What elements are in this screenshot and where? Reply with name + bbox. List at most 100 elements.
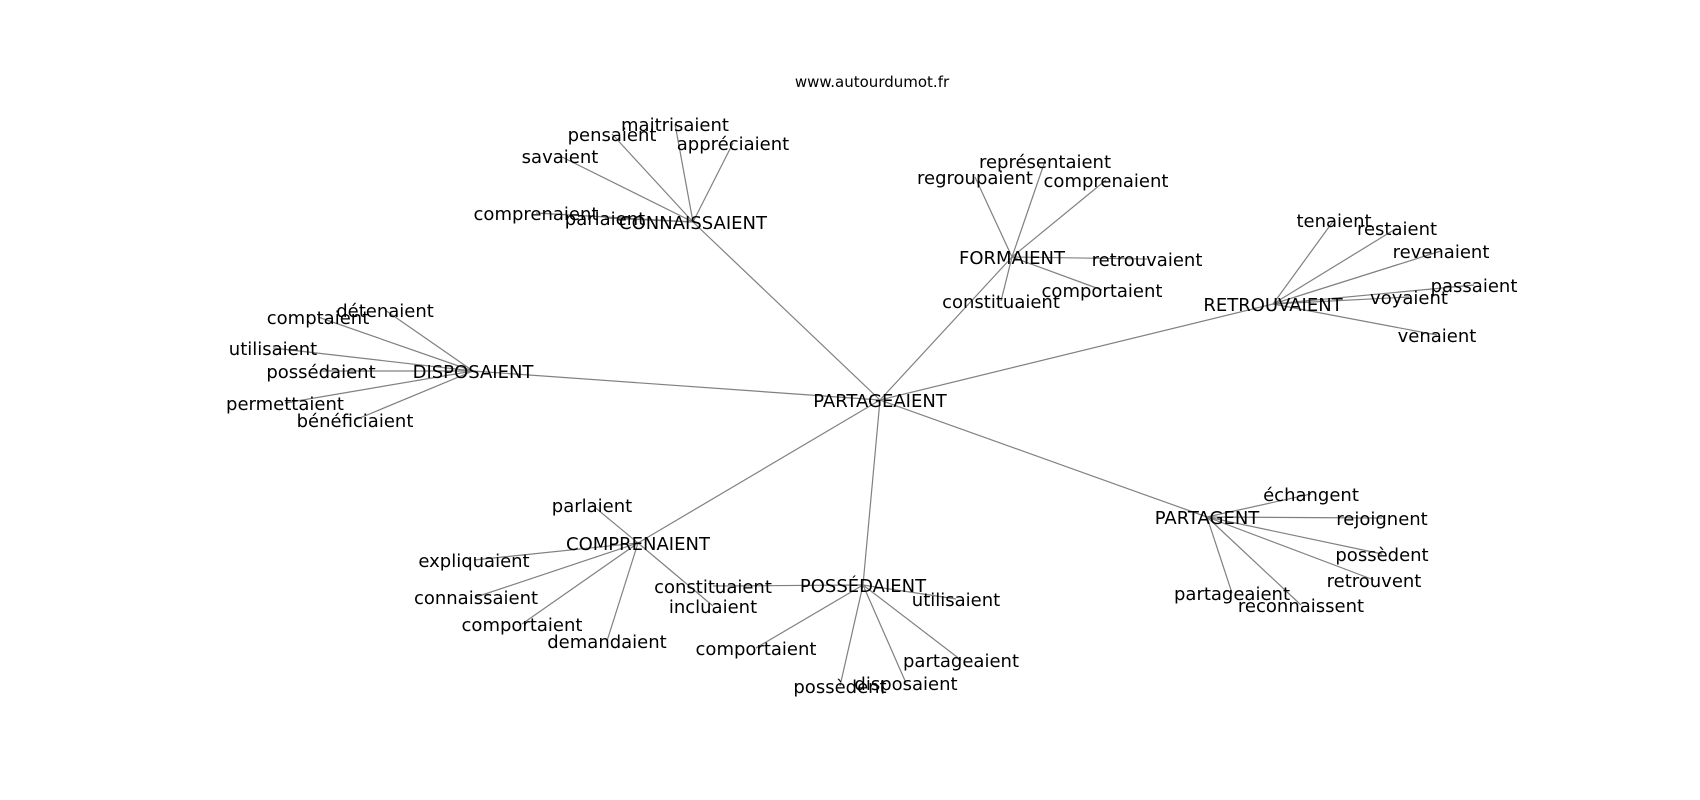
hub-node: COMPRENAIENT [566,534,711,555]
edge-hub-leaf [473,542,639,561]
leaf-node: voyaient [1370,288,1448,309]
leaf-node: regroupaient [917,168,1033,189]
edge-hub-leaf [1206,516,1233,594]
leaf-node: disposaient [854,674,957,695]
edge-hub-leaf [1206,516,1375,581]
hub-node: CONNAISSAIENT [619,213,768,234]
leaf-node: comportaient [1042,281,1163,302]
edge-hub-leaf [839,584,864,687]
leaf-node: comportaient [696,639,817,660]
edge-hub-leaf [692,142,734,223]
leaf-node: constituaient [654,577,772,598]
leaf-node: partageaient [903,651,1019,672]
edge-hub-leaf [604,217,694,223]
edge-hub-leaf [1272,296,1410,305]
leaf-node: permettaient [226,394,344,415]
edge-hub-leaf [384,309,474,372]
edge-hub-leaf [1011,160,1046,258]
leaf-node: maitrisaient [621,115,729,136]
leaf-node: tenaient [1296,211,1371,232]
edge-hub-leaf [284,370,474,404]
leaf-node: comprenaient [1044,171,1169,192]
leaf-node: utilisaient [229,339,317,360]
hub-node: POSSÉDAIENT [800,575,927,597]
edge-hub-leaf [1272,219,1335,305]
leaf-node: comportaient [462,615,583,636]
leaf-node: possédaient [266,362,375,383]
graph-edges [272,123,1475,687]
site-title: www.autourdumot.fr [795,73,950,91]
leaf-node: restaient [1357,219,1437,240]
edge-hub-leaf [712,584,864,587]
leaf-node: passaient [1431,276,1518,297]
hub-node: FORMAIENT [959,248,1066,269]
leaf-node: détenaient [336,301,434,322]
edge-hub-leaf [1272,284,1475,305]
edge-hub-leaf [637,542,714,607]
leaf-node: demandaient [547,632,666,653]
leaf-node: constituaient [942,292,1060,313]
leaf-node: pensaient [568,125,657,146]
leaf-node: appréciaient [677,134,789,155]
edge-root-hub [637,399,881,544]
leaf-node: parlaient [565,209,645,230]
leaf-node: reconnaissent [1238,596,1364,617]
leaf-node: comptaient [267,308,370,329]
leaf-node: incluaient [669,597,757,618]
edge-hub-leaf [521,542,639,625]
leaf-node: revenaient [1393,242,1490,263]
edge-hub-leaf [317,316,474,372]
edge-hub-leaf [272,347,474,372]
edge-root-hub [692,221,881,401]
edge-hub-leaf [1206,516,1302,606]
leaf-node: venaient [1398,326,1477,347]
leaf-node: retrouvent [1327,571,1422,592]
hub-node: DISPOSAIENT [413,362,535,383]
edge-hub-leaf [591,504,639,544]
edge-root-hub [472,370,881,401]
root-node: PARTAGEAIENT [813,391,948,412]
edge-hub-leaf [1000,256,1013,302]
leaf-node: comprenaient [474,204,599,225]
edge-hub-leaf [611,133,694,223]
leaf-node: parlaient [552,496,632,517]
leaf-node: retrouvaient [1092,250,1203,271]
edge-root-hub [879,303,1274,401]
edge-hub-leaf [862,584,907,684]
edge-hub-leaf [1206,493,1312,518]
edge-hub-leaf [974,176,1013,258]
leaf-node: expliquaient [418,551,529,572]
edge-hub-leaf [1272,303,1438,336]
edge-hub-leaf [1272,227,1398,305]
leaf-node: partageaient [1174,584,1290,605]
edge-root-hub [879,399,1208,518]
leaf-node: échangent [1263,485,1359,506]
leaf-node: représentaient [979,152,1111,173]
edge-root-hub [862,399,881,586]
edge-hub-leaf [862,584,957,600]
edge-root-hub [879,256,1013,401]
leaf-node: connaissaient [414,588,538,609]
leaf-node: rejoignent [1336,509,1427,530]
edge-hub-leaf [559,155,694,223]
leaf-node: savaient [522,147,599,168]
edge-hub-leaf [1206,516,1383,519]
edge-hub-leaf [755,584,864,649]
hub-node: RETROUVAIENT [1203,295,1343,316]
edge-hub-leaf [1272,250,1442,305]
edge-hub-leaf [1011,256,1148,260]
leaf-node: bénéficiaient [297,411,414,432]
leaf-node: possèdent [1335,545,1428,566]
edge-hub-leaf [475,542,639,598]
leaf-node: possèdent [793,677,886,698]
hub-node: PARTAGENT [1155,508,1261,529]
edge-hub-leaf [1011,179,1107,258]
edge-hub-leaf [354,370,474,421]
leaf-node: utilisaient [912,590,1000,611]
edge-hub-leaf [606,542,639,642]
edge-hub-leaf [1206,516,1383,555]
edge-hub-leaf [1011,256,1103,291]
edge-hub-leaf [862,584,962,661]
